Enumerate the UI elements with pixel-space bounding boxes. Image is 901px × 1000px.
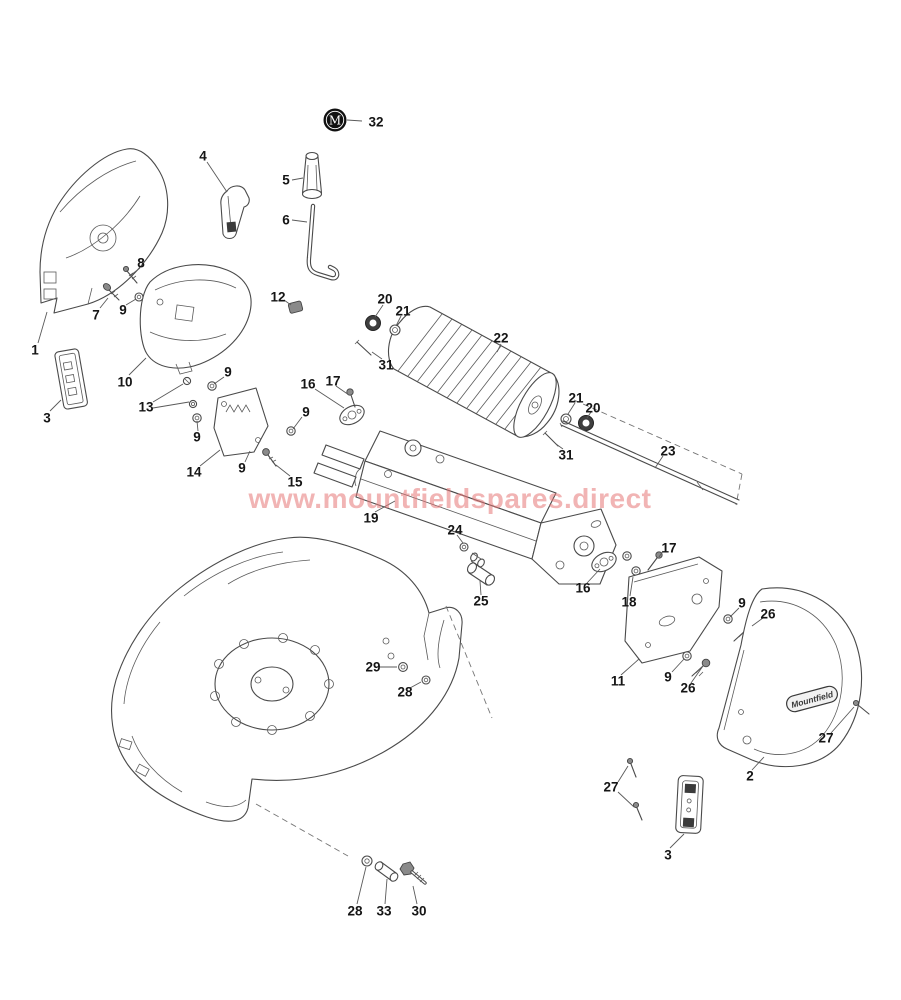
part-label-7: 7 <box>92 307 100 323</box>
part-32-logo-cap: M <box>323 108 347 132</box>
part-label-26: 26 <box>680 680 696 696</box>
part-12-bushing <box>287 300 304 314</box>
brand-badge: Mountfield <box>786 685 838 713</box>
part-label-5: 5 <box>282 172 290 188</box>
part-8-screw <box>122 265 138 284</box>
part-label-8: 8 <box>137 255 145 271</box>
part-label-9: 9 <box>119 302 127 318</box>
part-label-17: 17 <box>661 540 677 556</box>
part-label-24: 24 <box>447 522 463 538</box>
part-10-guard <box>139 264 252 375</box>
alignment-dashes <box>255 399 743 857</box>
part-label-3: 3 <box>43 410 51 426</box>
part-label-9: 9 <box>302 404 310 420</box>
part-label-27: 27 <box>818 730 834 746</box>
part-label-31: 31 <box>378 357 394 373</box>
part-22-roller <box>387 305 560 438</box>
part-label-20: 20 <box>377 291 393 307</box>
part-17-screw-upper <box>346 388 356 408</box>
part-deck <box>111 536 463 822</box>
part-label-23: 23 <box>660 443 676 459</box>
part-label-2: 2 <box>746 768 754 784</box>
part-label-1: 1 <box>31 342 39 358</box>
part-label-21: 21 <box>395 303 411 319</box>
part-label-28: 28 <box>397 684 413 700</box>
part-9-washer <box>134 292 144 302</box>
part-label-33: 33 <box>376 903 392 919</box>
part-label-21: 21 <box>568 390 584 406</box>
part-label-9: 9 <box>238 460 246 476</box>
part-20-bearing-left <box>365 315 381 331</box>
part-label-16: 16 <box>575 580 591 596</box>
part-label-27: 27 <box>603 779 619 795</box>
part-27-screws-left <box>626 757 643 821</box>
part-5-grip <box>301 151 323 200</box>
part-15-bolt <box>262 448 277 467</box>
part-13-screw-washer <box>182 376 198 409</box>
part-3-plate-right <box>675 775 704 834</box>
part-27-screw-right <box>852 699 870 715</box>
part-label-28: 28 <box>347 903 363 919</box>
part-28-washer-bottom <box>361 855 373 867</box>
part-4-handle-bracket <box>220 185 250 240</box>
leader-lines <box>37 119 855 905</box>
logo-letter: M <box>329 114 341 128</box>
part-31-pin-right <box>542 430 559 447</box>
part-25-spacer <box>466 562 496 586</box>
part-17-screw-lower <box>647 551 663 571</box>
part-2-rear-cover: Mountfield <box>716 587 863 768</box>
part-label-12: 12 <box>270 289 286 305</box>
part-label-9: 9 <box>193 429 201 445</box>
part-label-32: 32 <box>368 114 384 130</box>
part-label-11: 11 <box>610 673 626 689</box>
part-31-pin-left <box>354 339 372 356</box>
part-label-16: 16 <box>300 376 316 392</box>
part-label-4: 4 <box>199 148 207 164</box>
part-label-15: 15 <box>287 474 303 490</box>
part-label-25: 25 <box>473 593 489 609</box>
part-label-9: 9 <box>224 364 232 380</box>
part-label-18: 18 <box>621 594 637 610</box>
part-33-spacer <box>374 861 399 882</box>
part-label-30: 30 <box>411 903 427 919</box>
part-28-washer-deck <box>421 675 431 685</box>
part-label-17: 17 <box>325 373 341 389</box>
part-label-6: 6 <box>282 212 290 228</box>
part-7-bolt <box>102 283 120 301</box>
part-label-10: 10 <box>117 374 133 390</box>
part-14-bracket <box>213 387 269 457</box>
part-11-bracket-plate <box>624 556 723 664</box>
part-3-plate-left <box>54 348 88 410</box>
part-21-nut-left <box>389 324 401 336</box>
part-label-26: 26 <box>760 606 776 622</box>
part-23-shaft <box>559 420 740 505</box>
part-9-washer-lower-right <box>682 651 692 661</box>
part-label-3: 3 <box>664 847 672 863</box>
part-1-belt-guard <box>39 148 169 314</box>
part-16-flange-lower <box>591 551 617 573</box>
part-18-washers <box>622 551 641 576</box>
part-6-rod <box>306 203 340 281</box>
part-26-bolt-lower <box>691 658 711 677</box>
part-29-washer <box>398 662 408 672</box>
part-label-29: 29 <box>365 659 381 675</box>
part-label-31: 31 <box>558 447 574 463</box>
part-30-bolt <box>399 861 427 885</box>
part-20-bearing-right <box>578 415 594 431</box>
part-label-19: 19 <box>363 510 379 526</box>
part-label-9: 9 <box>664 669 672 685</box>
part-label-14: 14 <box>186 464 202 480</box>
part-label-22: 22 <box>493 330 509 346</box>
part-label-20: 20 <box>585 400 601 416</box>
part-label-13: 13 <box>138 399 154 415</box>
part-label-9: 9 <box>738 595 746 611</box>
part-16-flange-upper <box>339 404 365 426</box>
